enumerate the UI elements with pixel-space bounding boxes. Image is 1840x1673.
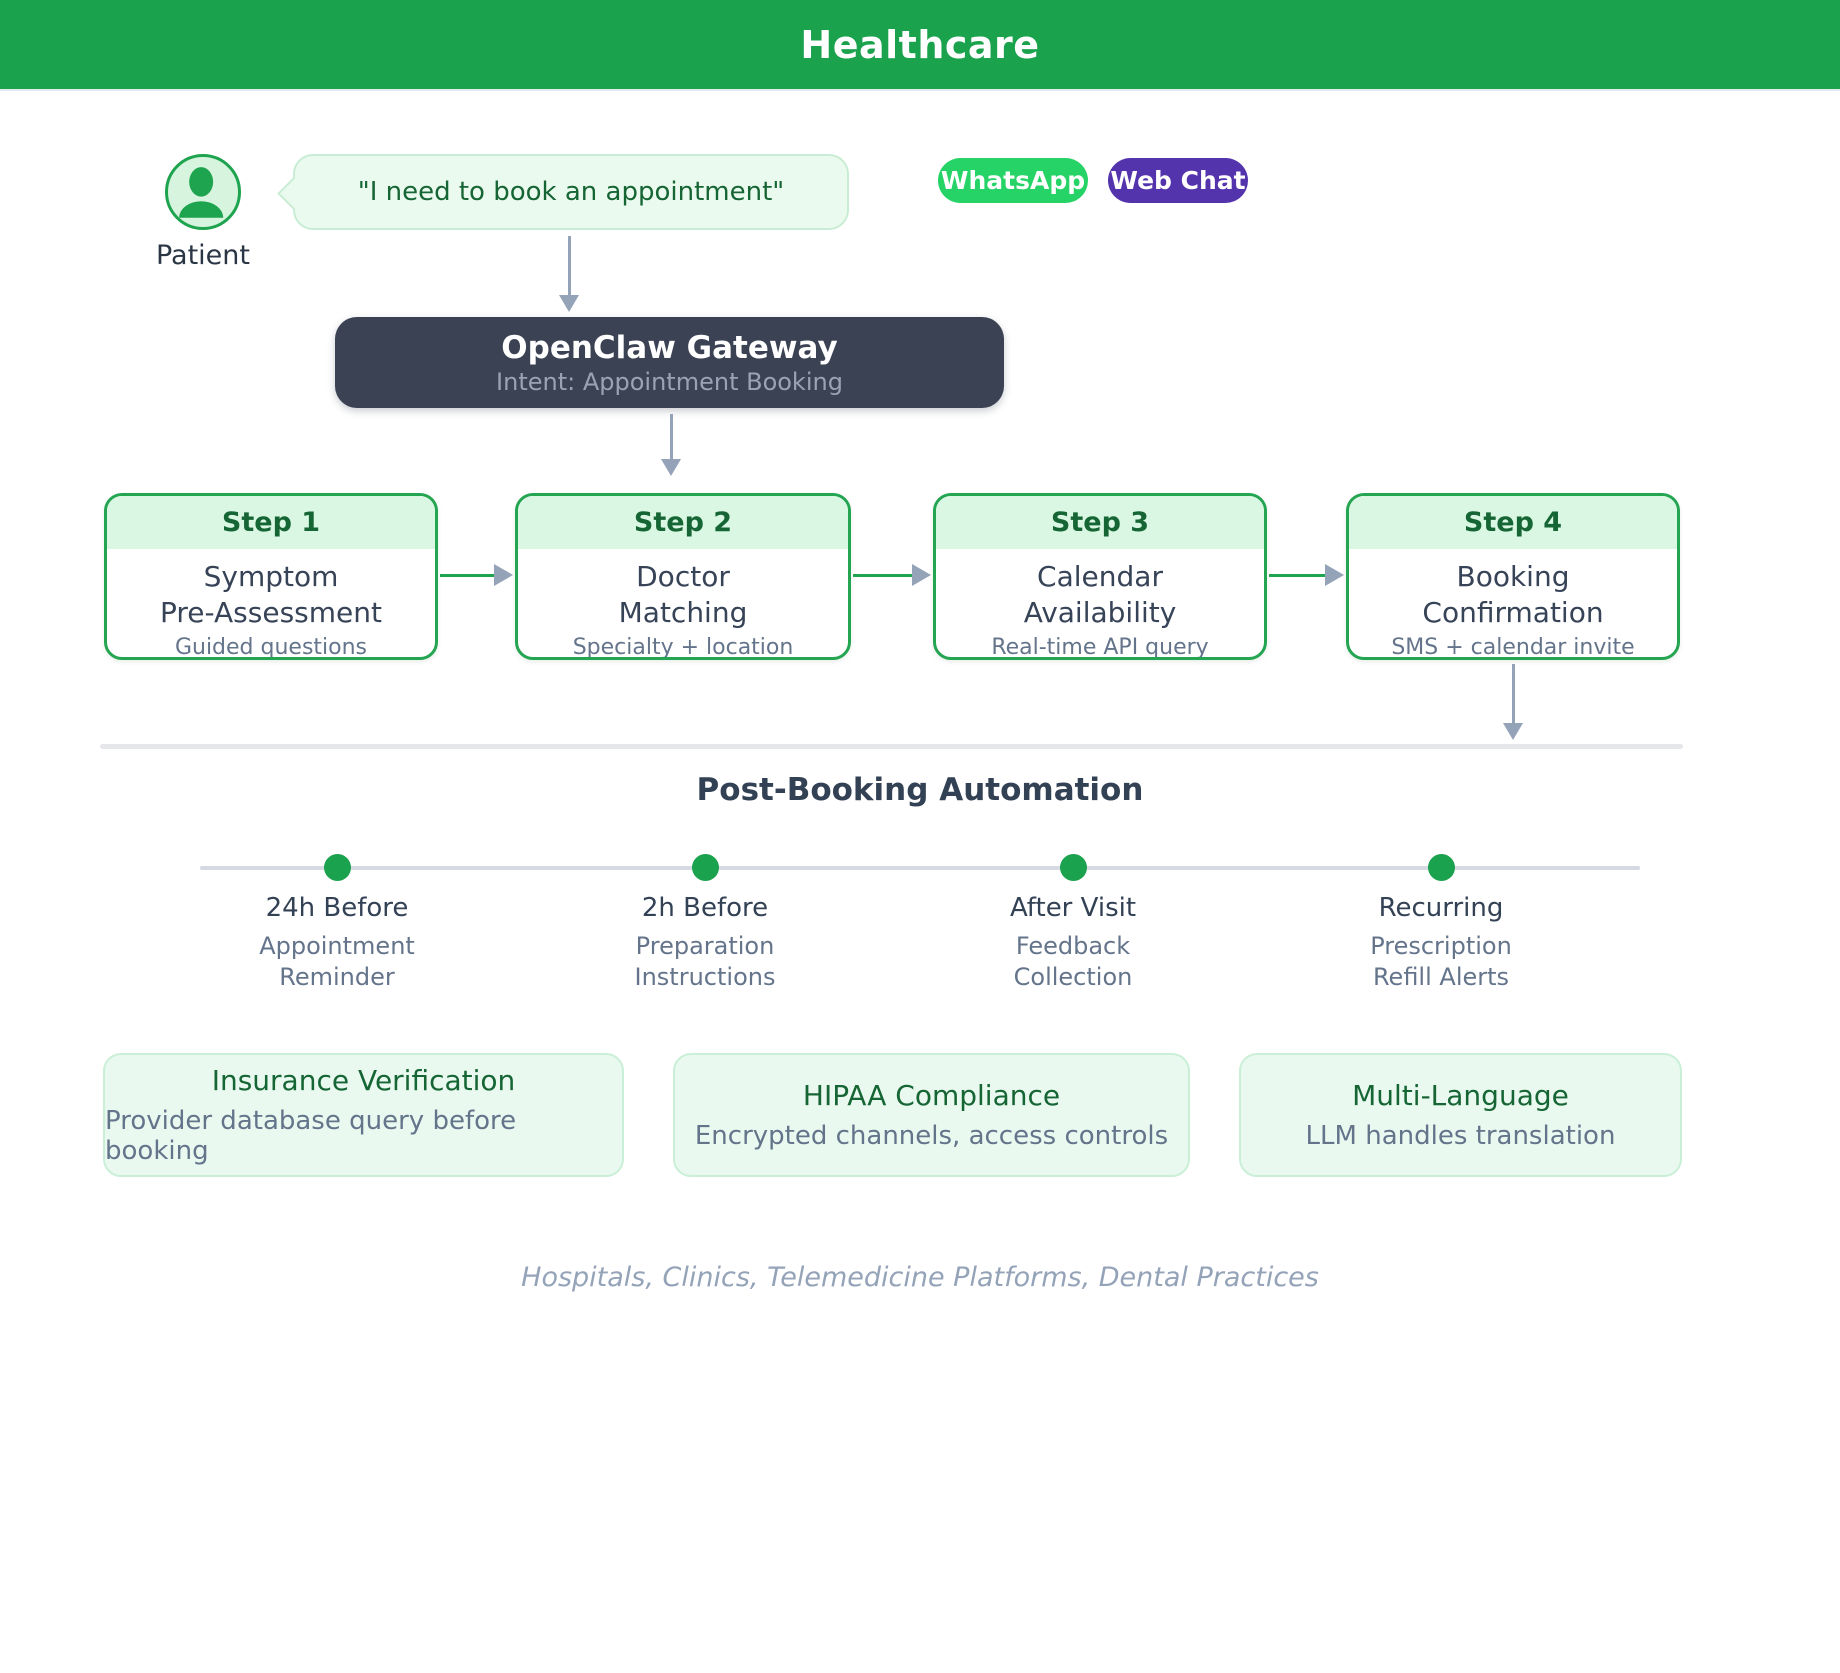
step-card-2: Step 2 Doctor Matching Specialty + locat… — [515, 493, 851, 660]
industries-footnote: Hospitals, Clinics, Telemedicine Platfor… — [521, 1262, 1319, 1293]
step-3-header: Step 3 — [936, 496, 1264, 549]
whatsapp-label: WhatsApp — [940, 166, 1086, 195]
timeline-dot — [692, 854, 719, 881]
timeline-what: Appointment Reminder — [259, 932, 415, 991]
patient-avatar — [165, 154, 241, 230]
arrow-right-icon — [1269, 563, 1344, 587]
timeline-when: Recurring — [1378, 893, 1504, 923]
feature-card-insurance: Insurance Verification Provider database… — [103, 1053, 624, 1177]
step-4-subtitle: SMS + calendar invite — [1391, 635, 1635, 660]
step-1-header: Step 1 — [107, 496, 435, 549]
gateway-subtitle: Intent: Appointment Booking — [496, 367, 843, 396]
timeline-item-2: 2h Before Preparation Instructions — [555, 893, 855, 993]
timeline-item-1: 24h Before Appointment Reminder — [187, 893, 487, 993]
patient-message-bubble: "I need to book an appointment" — [277, 154, 849, 230]
timeline-when: After Visit — [1009, 893, 1137, 923]
arrow-right-icon — [440, 563, 513, 587]
feature-card-hipaa: HIPAA Compliance Encrypted channels, acc… — [673, 1053, 1190, 1177]
timeline-dot — [1428, 854, 1455, 881]
step-4-title: Booking Confirmation — [1422, 560, 1604, 629]
feature-card-multilanguage: Multi-Language LLM handles translation — [1239, 1053, 1682, 1177]
timeline-item-4: Recurring Prescription Refill Alerts — [1291, 893, 1591, 993]
timeline-line — [200, 866, 1640, 870]
patient-label: Patient — [155, 240, 250, 271]
step-3-subtitle: Real-time API query — [991, 635, 1209, 660]
step-card-1: Step 1 Symptom Pre-Assessment Guided que… — [104, 493, 438, 660]
feature-subtitle: LLM handles translation — [1305, 1121, 1616, 1151]
timeline-dot — [324, 854, 351, 881]
gateway-node: OpenClaw Gateway Intent: Appointment Boo… — [335, 317, 1004, 408]
step-3-label: Step 3 — [1050, 507, 1150, 538]
step-card-3: Step 3 Calendar Availability Real-time A… — [933, 493, 1267, 660]
arrow-down-icon — [660, 414, 682, 476]
feature-title: HIPAA Compliance — [802, 1079, 1061, 1112]
timeline-dot — [1060, 854, 1087, 881]
step-1-subtitle: Guided questions — [174, 635, 368, 660]
step-2-title: Doctor Matching — [618, 560, 748, 629]
bubble-tail — [277, 177, 310, 210]
step-2-header: Step 2 — [518, 496, 848, 549]
patient-message: "I need to book an appointment" — [357, 177, 785, 207]
webchat-label: Web Chat — [1110, 166, 1246, 195]
header-bar: Healthcare — [0, 0, 1840, 91]
timeline-what: Preparation Instructions — [634, 932, 776, 991]
step-2-label: Step 2 — [633, 507, 733, 538]
feature-title: Multi-Language — [1352, 1079, 1569, 1112]
timeline-when: 2h Before — [641, 893, 769, 923]
timeline-when: 24h Before — [265, 893, 409, 923]
arrow-right-icon — [853, 563, 931, 587]
page-title: Healthcare — [800, 22, 1040, 67]
step-4-label: Step 4 — [1463, 507, 1563, 538]
channel-badge-whatsapp: WhatsApp — [938, 158, 1088, 203]
section-divider — [100, 744, 1683, 749]
patient-icon — [179, 167, 224, 218]
step-1-label: Step 1 — [221, 507, 321, 538]
step-3-title: Calendar Availability — [1023, 560, 1177, 629]
arrow-down-icon — [558, 236, 580, 312]
gateway-title: OpenClaw Gateway — [501, 329, 838, 366]
post-booking-heading: Post-Booking Automation — [696, 772, 1144, 808]
timeline-what: Feedback Collection — [1013, 932, 1133, 991]
arrow-down-icon — [1502, 664, 1524, 740]
timeline-item-3: After Visit Feedback Collection — [923, 893, 1223, 993]
feature-subtitle: Provider database query before booking — [105, 1106, 517, 1166]
step-4-header: Step 4 — [1349, 496, 1677, 549]
channel-badge-webchat: Web Chat — [1108, 158, 1248, 203]
step-1-title: Symptom Pre-Assessment — [160, 560, 382, 629]
step-card-4: Step 4 Booking Confirmation SMS + calend… — [1346, 493, 1680, 660]
feature-title: Insurance Verification — [211, 1064, 516, 1097]
step-2-subtitle: Specialty + location — [572, 635, 794, 660]
timeline-what: Prescription Refill Alerts — [1370, 932, 1512, 991]
feature-subtitle: Encrypted channels, access controls — [694, 1121, 1169, 1151]
